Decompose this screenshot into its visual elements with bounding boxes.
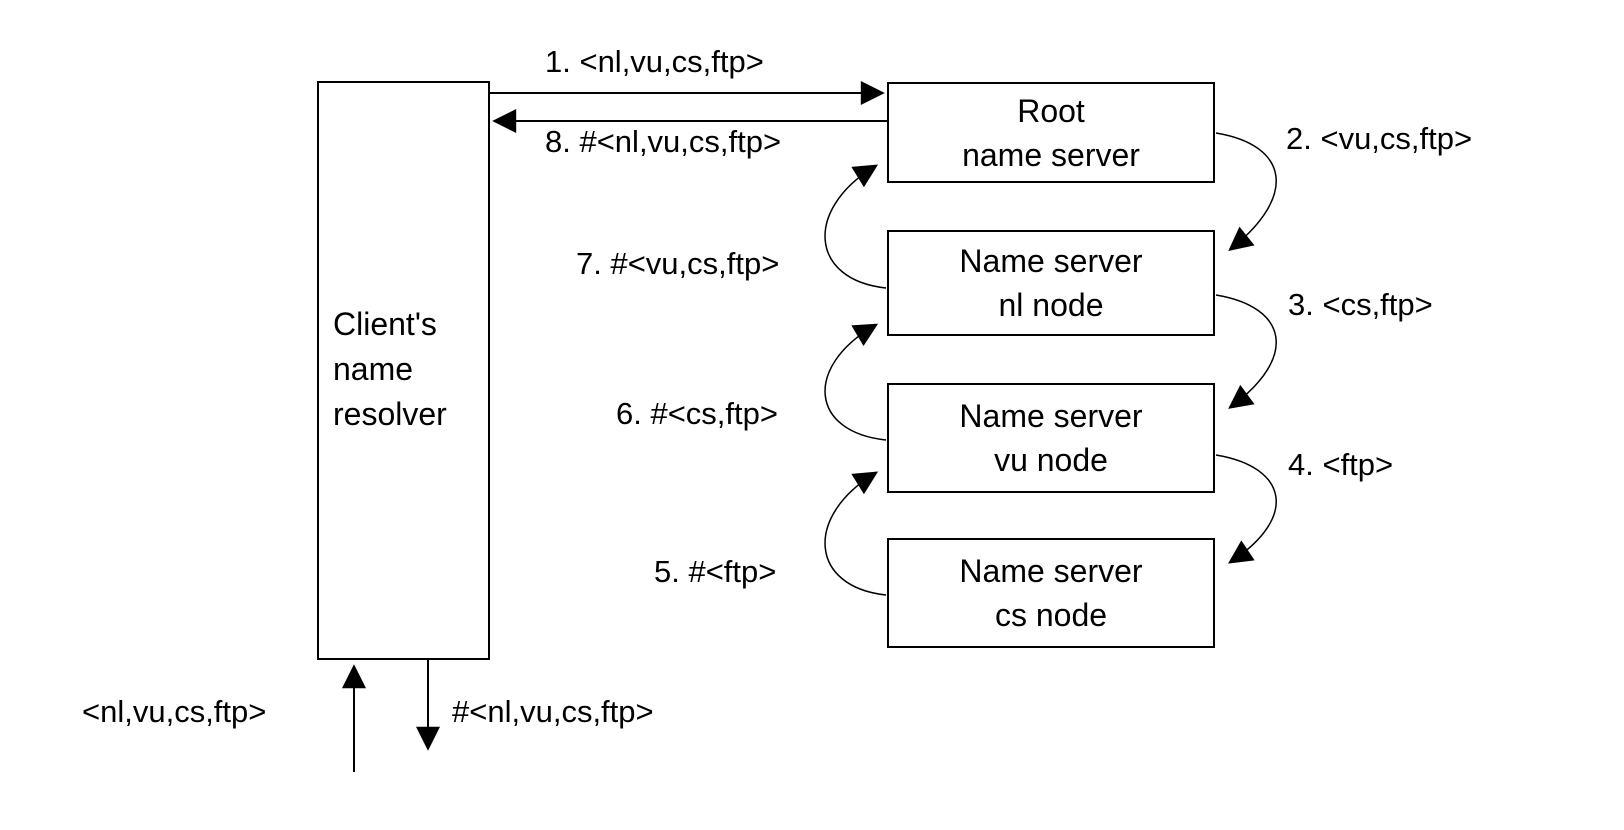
cs-label-line1: Name server [959,553,1143,589]
client-label-line3: resolver [333,396,447,432]
nl-name-server-label: Name server nl node [889,232,1213,334]
client-resolver-label: Client's name resolver [333,302,447,437]
step7-curve-arrow [824,164,887,289]
nl-label-line2: nl node [998,287,1104,323]
client-label-line2: name [333,351,414,387]
cs-label-line2: cs node [994,597,1108,633]
cs-name-server-box: Name server cs node [887,538,1215,648]
nl-name-server-box: Name server nl node [887,230,1215,336]
client-resolver-box: Client's name resolver [317,81,490,660]
root-name-server-label: Root name server [889,84,1213,181]
step5-label: 5. #<ftp> [654,554,777,589]
step2-curve-arrow [1215,132,1277,252]
result-out-label: #<nl,vu,cs,ftp> [452,694,654,729]
nl-label-line1: Name server [959,243,1143,279]
vu-label-line1: Name server [959,398,1143,434]
step5-curve-arrow [824,471,887,596]
step1-label: 1. <nl,vu,cs,ftp> [545,44,764,79]
step3-label: 3. <cs,ftp> [1288,287,1433,322]
root-label-line2: name server [962,136,1140,173]
root-label-line1: Root [1017,92,1085,129]
vu-label-line2: vu node [994,442,1108,478]
cs-name-server-label: Name server cs node [889,540,1213,646]
request-in-label: <nl,vu,cs,ftp> [82,694,267,729]
step6-label: 6. #<cs,ftp> [616,396,778,431]
step2-label: 2. <vu,cs,ftp> [1286,121,1473,156]
vu-name-server-box: Name server vu node [887,383,1215,493]
client-label-line1: Client's [333,306,437,342]
step4-label: 4. <ftp> [1288,447,1394,482]
vu-name-server-label: Name server vu node [889,385,1213,491]
root-name-server-box: Root name server [887,82,1215,183]
step8-label: 8. #<nl,vu,cs,ftp> [545,124,782,159]
step3-curve-arrow [1215,294,1277,409]
step7-label: 7. #<vu,cs,ftp> [576,246,780,281]
step4-curve-arrow [1215,454,1277,564]
step6-curve-arrow [824,323,887,441]
